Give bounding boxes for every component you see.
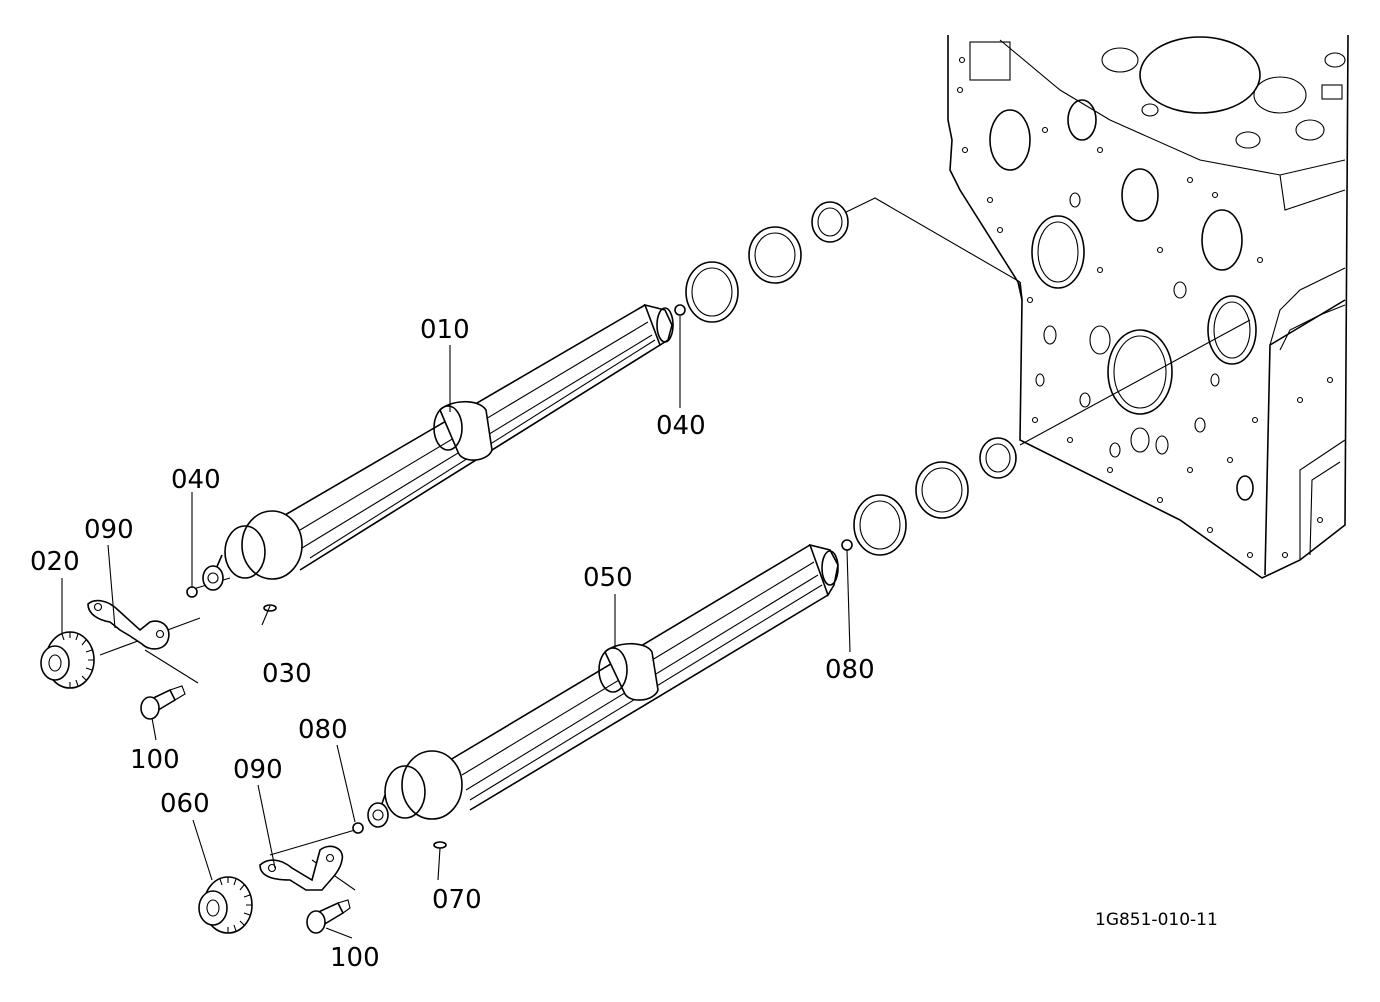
label-020: 020 <box>30 547 80 577</box>
label-070: 070 <box>432 885 482 915</box>
balancer-shaft-lower <box>367 543 839 828</box>
label-040-left: 040 <box>171 465 221 495</box>
balancer-shaft-upper <box>202 303 674 591</box>
bushing-set-lower <box>853 437 1017 556</box>
label-100-upper: 100 <box>130 745 180 775</box>
bolt-100-upper <box>140 685 186 720</box>
ball-080-left <box>352 822 364 834</box>
ball-040-left <box>186 586 198 598</box>
ball-040-upper-right <box>674 304 686 316</box>
gear-060 <box>198 876 253 934</box>
label-030: 030 <box>262 659 312 689</box>
part-labels: 010 020 030 040 040 050 060 070 080 080 … <box>30 315 875 973</box>
engine-block <box>947 34 1349 579</box>
bracket-090-upper <box>87 599 170 650</box>
label-100-lower: 100 <box>330 943 380 973</box>
label-060: 060 <box>160 789 210 819</box>
ball-080-right <box>841 539 853 551</box>
bushing-set-upper <box>685 201 849 323</box>
key-070 <box>433 841 447 849</box>
label-040-right: 040 <box>656 411 706 441</box>
label-leaders <box>61 316 851 939</box>
label-080-right: 080 <box>825 655 875 685</box>
bracket-090-lower <box>259 845 344 891</box>
label-010: 010 <box>420 315 470 345</box>
label-050: 050 <box>583 563 633 593</box>
key-030 <box>263 604 277 612</box>
bolt-100-lower <box>306 899 351 934</box>
gear-020 <box>40 631 95 689</box>
diagram-code: 1G851-010-11 <box>1095 910 1218 930</box>
label-090-lower: 090 <box>233 755 283 785</box>
label-090-upper: 090 <box>84 515 134 545</box>
label-080-left: 080 <box>298 715 348 745</box>
